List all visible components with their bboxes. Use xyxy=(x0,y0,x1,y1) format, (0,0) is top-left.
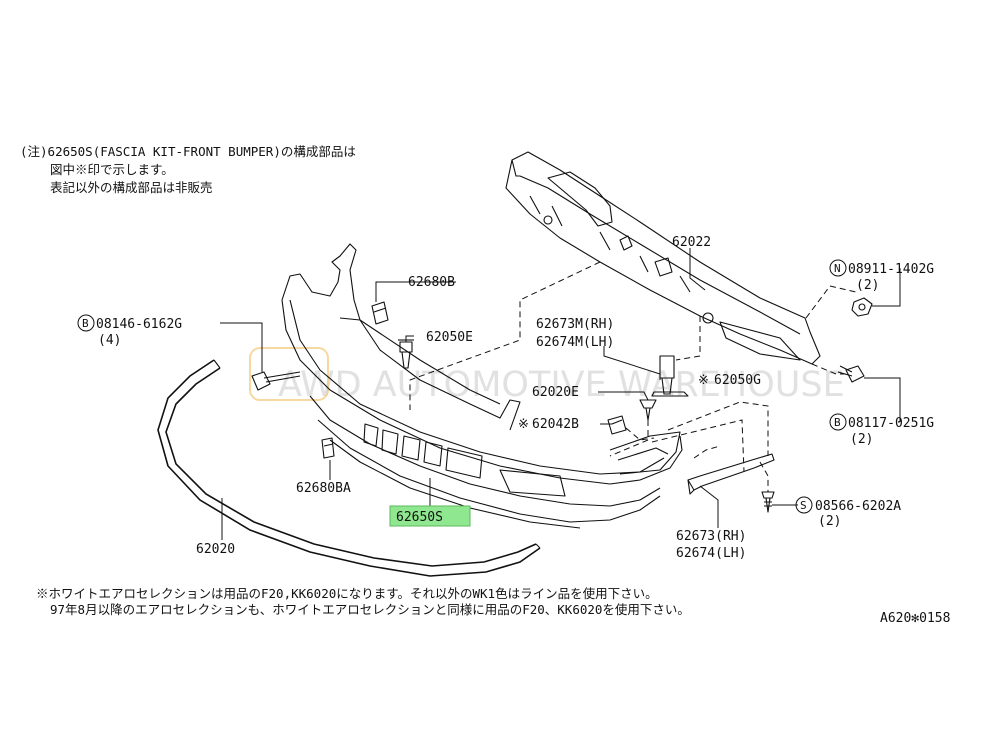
label-08146-group: B 08146-6162G (4) xyxy=(77,314,182,348)
label-08566-prefix: S xyxy=(800,499,807,512)
label-08566-qty: (2) xyxy=(818,514,841,529)
diagram-id: A620✻0158 xyxy=(880,611,950,626)
bottom-note-1: ※ホワイトエアロセレクションは用品のF20,KK6020になります。それ以外のW… xyxy=(36,586,658,601)
spoiler-bracket-62673-icon xyxy=(687,453,775,495)
label-62020: 62020 xyxy=(196,542,235,557)
bolt-08146-icon xyxy=(251,371,301,391)
label-08117-prefix: B xyxy=(834,416,841,429)
label-62042b: 62042B xyxy=(532,417,579,432)
bottom-note-2: 97年8月以降のエアロセレクションも、ホワイトエアロセレクションと同様に用品のF… xyxy=(50,602,690,617)
label-08146: 08146-6162G xyxy=(96,317,182,332)
label-08911-group: N 08911-1402G (2) xyxy=(829,259,934,293)
note-line-3: 表記以外の構成部品は非販売 xyxy=(50,180,213,195)
label-62650s-highlight xyxy=(389,505,471,527)
label-62050g: 62050G xyxy=(714,373,761,388)
label-08911-prefix: N xyxy=(834,262,841,275)
clip-62050g-icon xyxy=(651,355,689,397)
watermark-text: AWD AUTOMOTIVE WAREHOUSE xyxy=(278,365,845,405)
label-62680ba: 62680BA xyxy=(296,481,351,496)
label-62673: 62673(RH) xyxy=(676,529,746,544)
label-62674m: 62674M(LH) xyxy=(536,335,614,350)
bracket-62680b-icon xyxy=(371,301,389,325)
label-08566: 08566-6202A xyxy=(815,499,901,514)
screw-08566-icon xyxy=(761,491,775,513)
label-62680b: 62680B xyxy=(408,275,455,290)
note-line-2: 図中※印で示します。 xyxy=(50,162,174,177)
molding-62020-drawing xyxy=(157,359,541,577)
label-08117-group: B 08117-0251G (2) xyxy=(829,413,934,447)
label-62673m: 62673M(RH) xyxy=(536,317,614,332)
label-08117-qty: (2) xyxy=(850,432,873,447)
clip-62042b-icon xyxy=(607,415,627,435)
label-08146-qty: (4) xyxy=(98,333,121,348)
label-08911-qty: (2) xyxy=(856,278,879,293)
label-08117: 08117-0251G xyxy=(848,416,934,431)
label-62022: 62022 xyxy=(672,235,711,250)
label-08566-group: S 08566-6202A (2) xyxy=(795,496,901,529)
label-62050e: 62050E xyxy=(426,330,473,345)
watermark-logo-frame xyxy=(249,347,329,401)
assembly-lines xyxy=(409,261,857,492)
note-line-1: (注)62650S(FASCIA KIT-FRONT BUMPER)の構成部品は xyxy=(20,144,356,159)
label-62020e: 62020E xyxy=(532,385,579,400)
bracket-62680ba-icon xyxy=(321,437,335,459)
nut-08911-icon xyxy=(851,297,873,317)
label-08911: 08911-1402G xyxy=(848,262,934,277)
reinforcement-62022-drawing xyxy=(505,151,821,365)
label-62650s: 62650S xyxy=(396,510,443,525)
label-08146-prefix: B xyxy=(82,317,89,330)
label-62674: 62674(LH) xyxy=(676,546,746,561)
leader-lines xyxy=(220,248,901,540)
label-62050g-star: ※ xyxy=(698,373,709,388)
label-62042b-star: ※ xyxy=(518,417,529,432)
bumper-fascia-drawing xyxy=(281,243,683,529)
